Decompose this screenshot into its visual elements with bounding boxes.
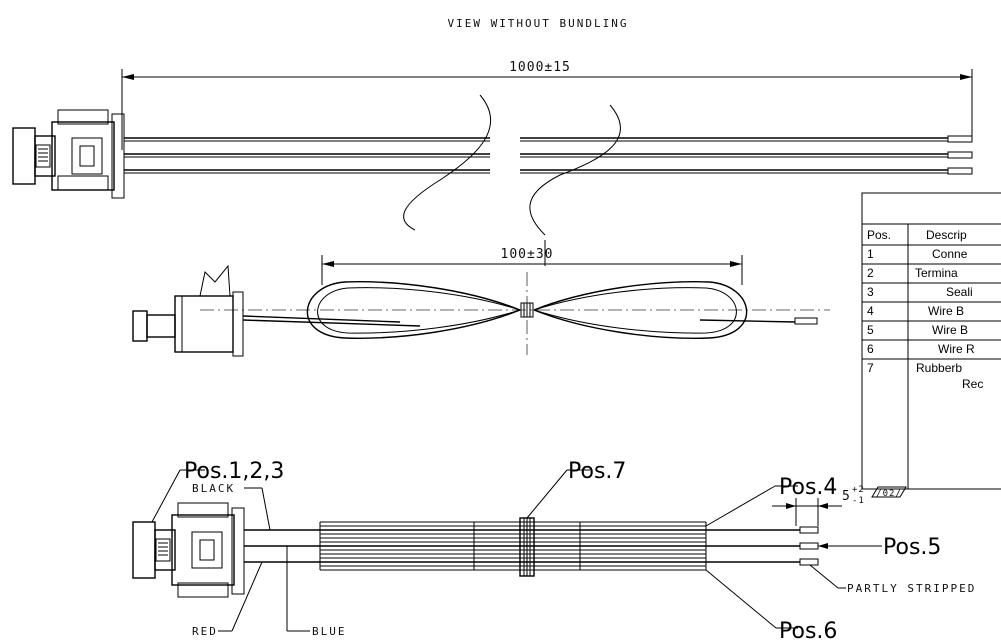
svg-text:Rec: Rec [962,377,983,391]
wires-top-right [520,135,973,175]
svg-text:5: 5 [867,323,874,337]
dimension-total-length: 1000±15 [121,60,973,150]
callout-pos7: Pos.7 [526,459,626,519]
centerlines [200,272,830,355]
bom-table: Pos. Descrip 1 Conne 2 Termina 3 Seali 4… [861,192,1001,490]
break-lines [403,94,621,236]
label-blue: BLUE [286,546,347,638]
label-black: BLACK [192,482,271,531]
svg-text:6: 6 [867,342,874,356]
svg-text:Wire B: Wire B [928,304,964,318]
svg-text:100±30: 100±30 [501,247,554,262]
connector-top-view [12,109,125,199]
svg-text:Pos.7: Pos.7 [568,459,626,484]
revision-tag: /02/ [871,486,907,499]
dimension-loop: 100±30 [321,240,743,285]
label-red: RED [192,561,263,638]
svg-text:-1: -1 [852,496,865,506]
svg-text:/02/: /02/ [876,489,902,499]
svg-text:2: 2 [867,266,874,280]
wire-loop [306,281,748,339]
svg-text:4: 4 [867,304,874,318]
svg-text:Pos.4: Pos.4 [779,475,837,500]
dimension-strip: 5 +2 -1 [772,485,865,526]
connector-bottom-view [132,502,245,598]
wires-top-left [124,137,490,174]
svg-text:RED: RED [192,625,218,638]
svg-text:1: 1 [867,247,874,261]
svg-text:5: 5 [842,489,851,504]
svg-text:Rubberb: Rubberb [916,361,962,375]
connector-side-view [132,264,818,357]
svg-text:Pos.1,2,3: Pos.1,2,3 [184,459,284,484]
callout-pos4: Pos.4 [705,475,837,527]
label-partly-stripped: PARTLY STRIPPED [809,564,976,595]
view-title: VIEW WITHOUT BUNDLING [447,17,628,30]
callout-pos5: Pos.5 [818,535,941,560]
svg-text:Pos.6: Pos.6 [779,619,837,643]
wire-bundle [244,517,819,577]
svg-text:Pos.5: Pos.5 [883,535,941,560]
callout-pos6: Pos.6 [705,569,837,643]
svg-text:PARTLY STRIPPED: PARTLY STRIPPED [847,582,976,595]
svg-text:BLUE: BLUE [312,625,347,638]
svg-text:+2: +2 [852,485,865,495]
bom-header-desc: Descrip [926,228,967,242]
svg-text:1000±15: 1000±15 [509,60,571,75]
svg-text:Conne: Conne [932,247,968,261]
svg-text:Wire R: Wire R [938,342,975,356]
svg-text:Termina: Termina [915,266,958,280]
svg-text:Wire B: Wire B [932,323,968,337]
svg-text:Seali: Seali [946,285,973,299]
svg-text:BLACK: BLACK [192,482,235,495]
bom-header-pos: Pos. [867,228,891,242]
callout-pos123: Pos.1,2,3 [151,459,284,523]
svg-text:3: 3 [867,285,874,299]
svg-text:7: 7 [867,361,874,375]
